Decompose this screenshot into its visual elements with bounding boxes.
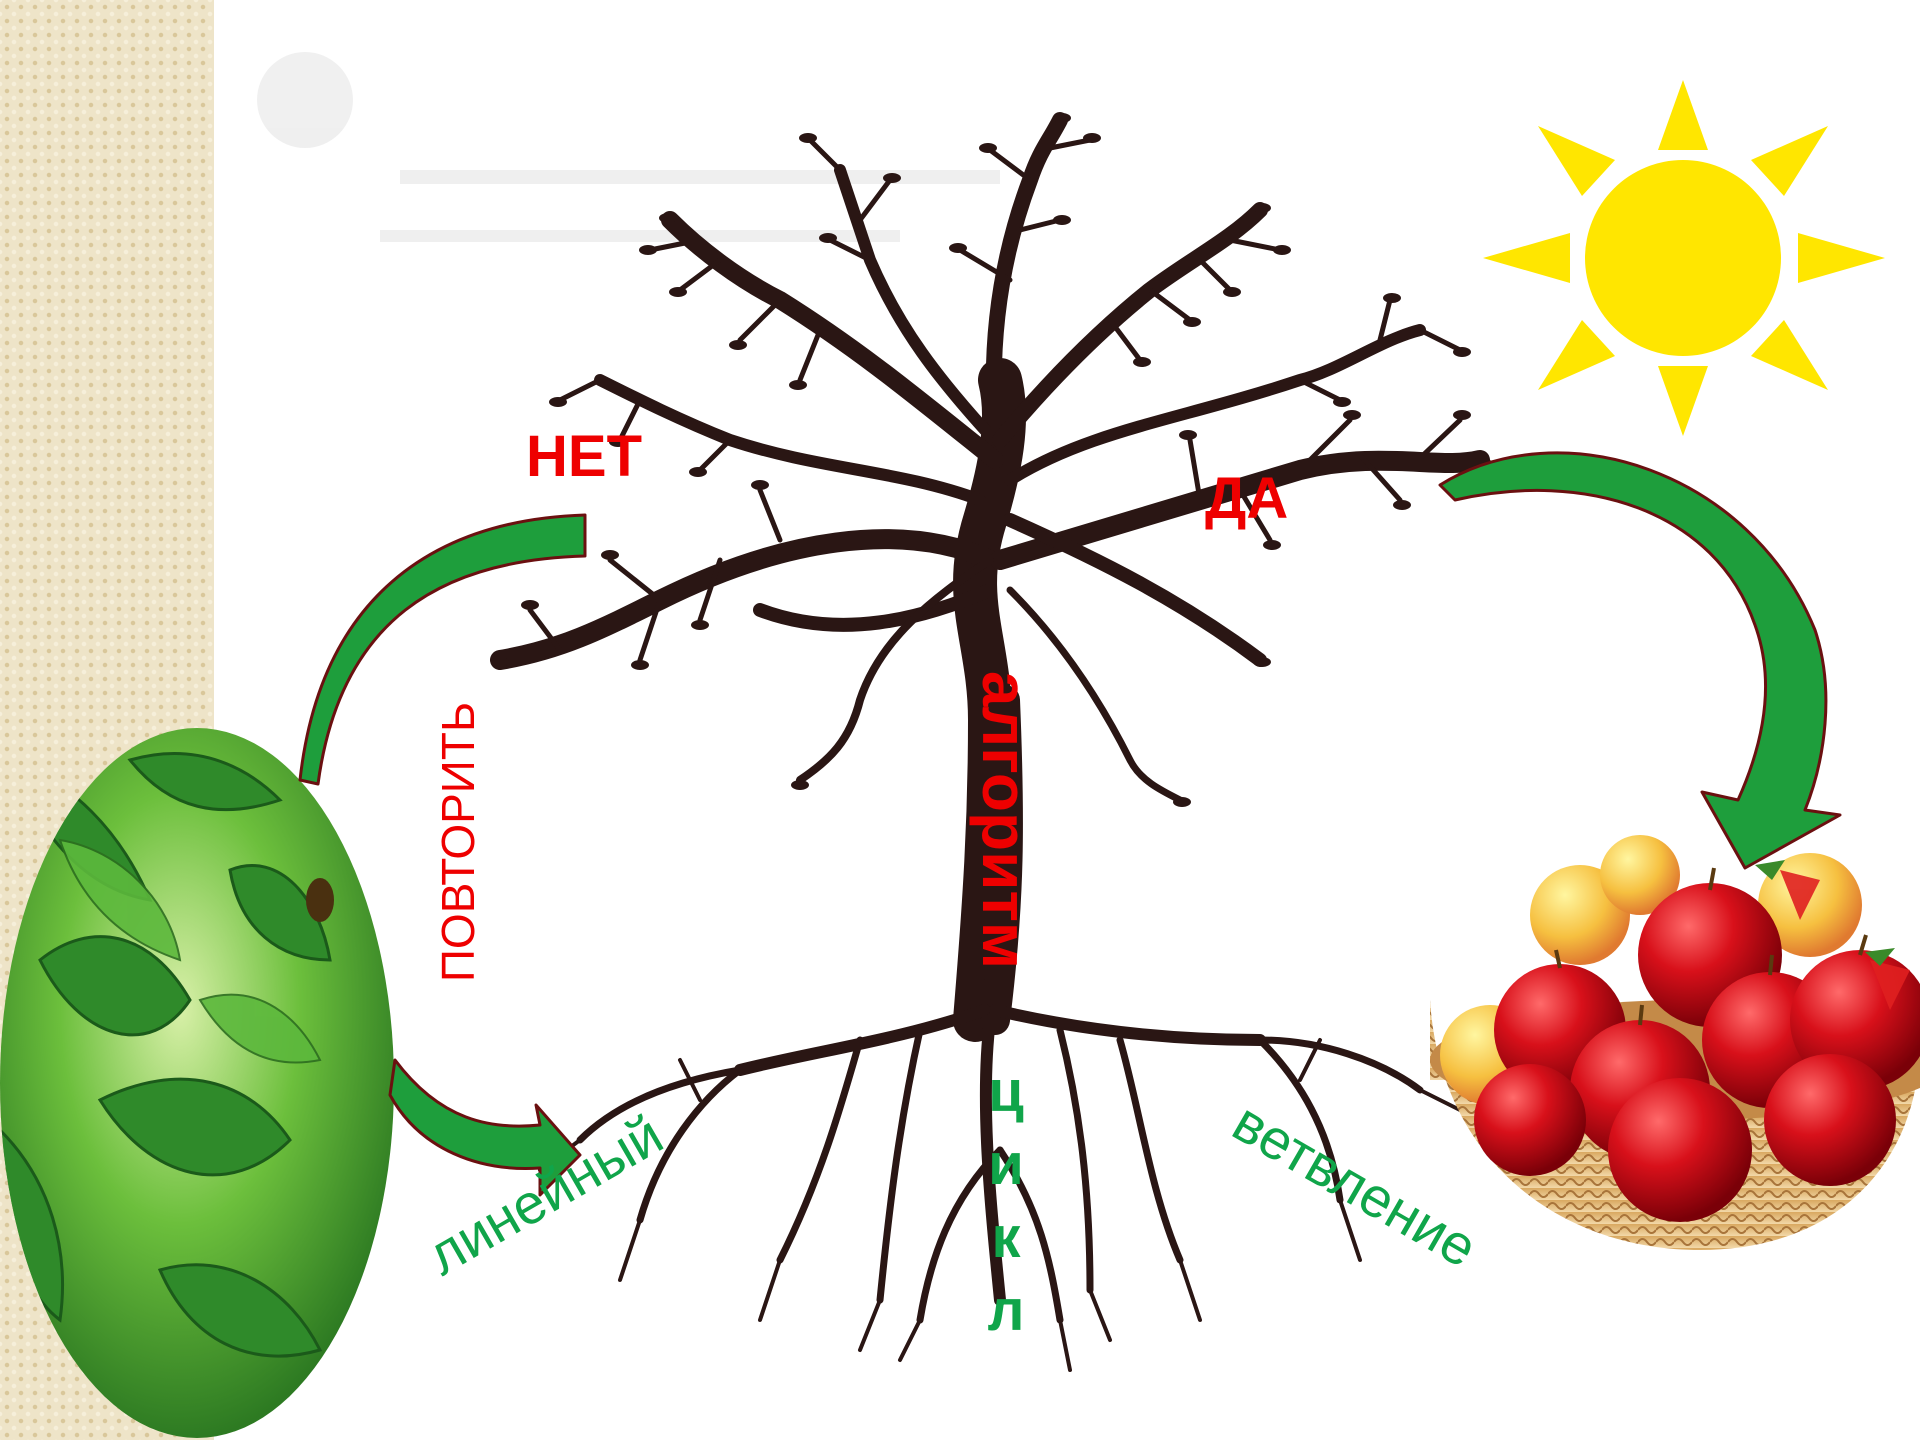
label-cycle: ц и к л	[976, 1055, 1036, 1347]
cycle-letter: и	[976, 1128, 1036, 1201]
sun-icon	[1483, 80, 1885, 436]
cycle-letter: к	[976, 1201, 1036, 1274]
label-no: НЕТ	[526, 428, 642, 486]
cycle-letter: ц	[976, 1055, 1036, 1128]
faint-background-marks	[257, 52, 1000, 242]
arrow-yes-to-fruit	[1440, 453, 1840, 868]
cycle-letter: л	[976, 1274, 1036, 1347]
label-yes: ДА	[1205, 470, 1288, 528]
leaves-photo	[0, 720, 400, 1440]
label-repeat: ПОВТОРИТЬ	[435, 702, 481, 982]
apple-basket-photo	[1430, 835, 1920, 1250]
label-algorithm: алгоритм	[973, 671, 1037, 969]
